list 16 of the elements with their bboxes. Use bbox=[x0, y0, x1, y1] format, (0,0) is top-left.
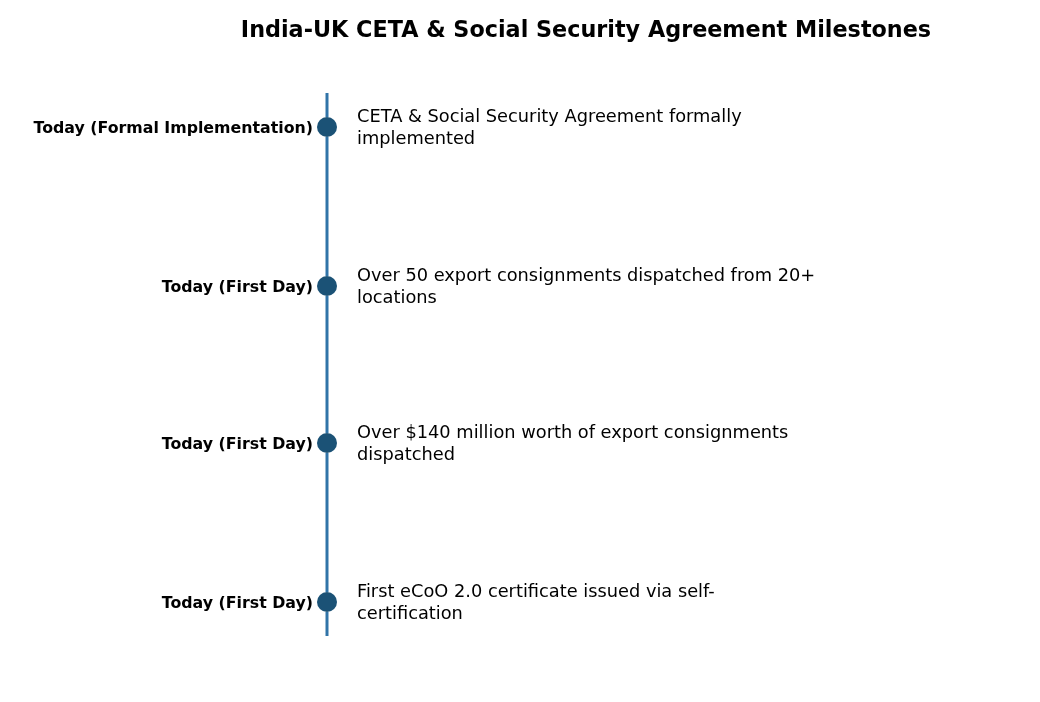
milestone-dot bbox=[317, 276, 337, 296]
milestone-dot bbox=[317, 117, 337, 137]
diagram-title: India-UK CETA & Social Security Agreement Milestones bbox=[239, 15, 933, 43]
timeline-connector bbox=[325, 453, 329, 592]
milestone-description: Over $140 million worth of export consignments dispatched bbox=[357, 421, 790, 465]
milestone-dot bbox=[317, 592, 337, 612]
timeline-connector bbox=[325, 137, 329, 276]
milestone-dot bbox=[317, 433, 337, 453]
date-label: Today (First Day) bbox=[161, 592, 313, 612]
date-label: Today (First Day) bbox=[161, 433, 313, 453]
date-label: Today (First Day) bbox=[161, 276, 313, 296]
milestone-description: First eCoO 2.0 certificate issued via self-certification bbox=[357, 580, 716, 624]
timeline-connector bbox=[325, 296, 329, 433]
milestone-description: CETA & Social Security Agreement formally implemented bbox=[357, 105, 743, 149]
date-label: Today (Formal Implementation) bbox=[33, 117, 313, 137]
milestone-description: Over 50 export consignments dispatched from 20+ locations bbox=[357, 264, 817, 308]
